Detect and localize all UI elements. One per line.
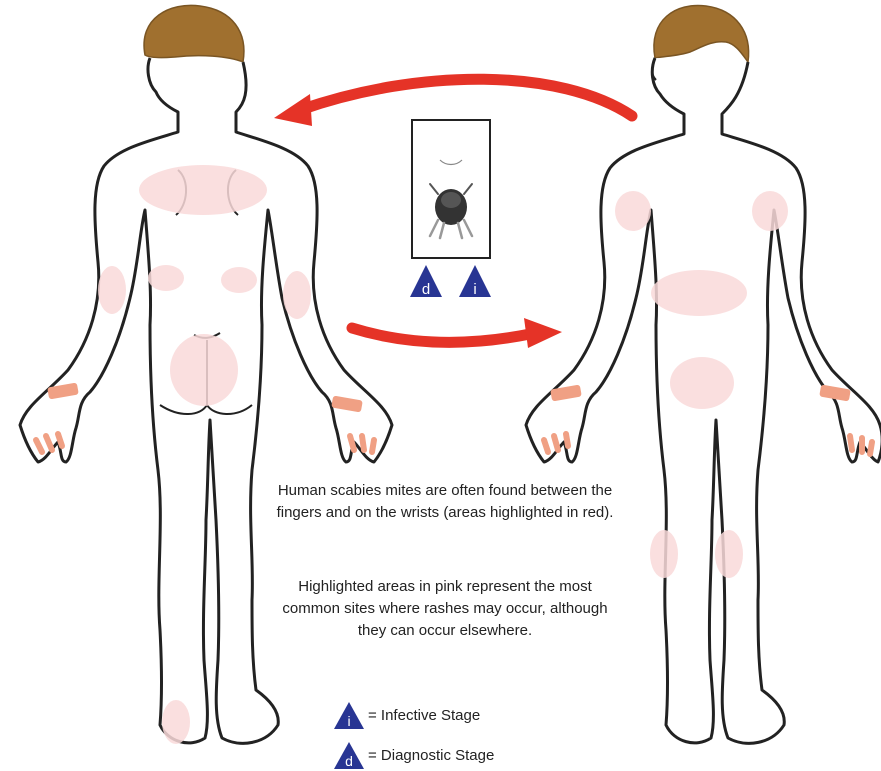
back-view-hair [144,5,244,62]
mite-panel [412,120,490,258]
transmission-arrow-top [274,79,632,126]
front-view-rash-knee-right [715,530,743,578]
legend-infective-symbol: i [347,713,350,729]
front-view-rash-abdomen [651,270,747,316]
back-view-rash-upper-back [139,165,267,215]
diagnostic-stage-badge-letter: d [422,281,430,298]
legend-infective-triangle-icon: i [333,700,365,730]
back-view-rash-foot [162,700,190,744]
arrowhead-top [274,94,312,126]
back-view-rash-elbow-left [98,266,126,314]
legend-diagnostic-stage: d = Diagnostic Stage [333,739,494,771]
legend-diagnostic-symbol: d [345,753,353,769]
front-view-rash-armpit-left [615,191,651,231]
infective-stage-badge-letter: i [473,281,476,298]
legend-infective-label: = Infective Stage [368,707,480,724]
legend-infective-stage: i = Infective Stage [333,699,480,731]
diagnostic-stage-badge: d [410,265,442,298]
back-view-rash-buttocks [170,334,238,406]
arrowhead-middle [524,318,562,348]
legend-diagnostic-triangle-icon: d [333,740,365,770]
caption-mite-locations: Human scabies mites are often found betw… [270,480,620,524]
legend-diagnostic-label: = Diagnostic Stage [368,747,494,764]
back-view-rash-waist-left [148,265,184,291]
caption-rash-locations: Highlighted areas in pink represent the … [270,576,620,642]
front-view-hair [654,5,749,62]
back-view-rash-elbow-right [283,271,311,319]
front-view-rash-groin [670,357,734,409]
front-view-rash-knee-left [650,530,678,578]
front-view-rash-armpit-right [752,191,788,231]
infective-stage-badge: i [459,265,491,298]
back-view-rash-waist-right [221,267,257,293]
transmission-arrow-middle [352,318,562,348]
